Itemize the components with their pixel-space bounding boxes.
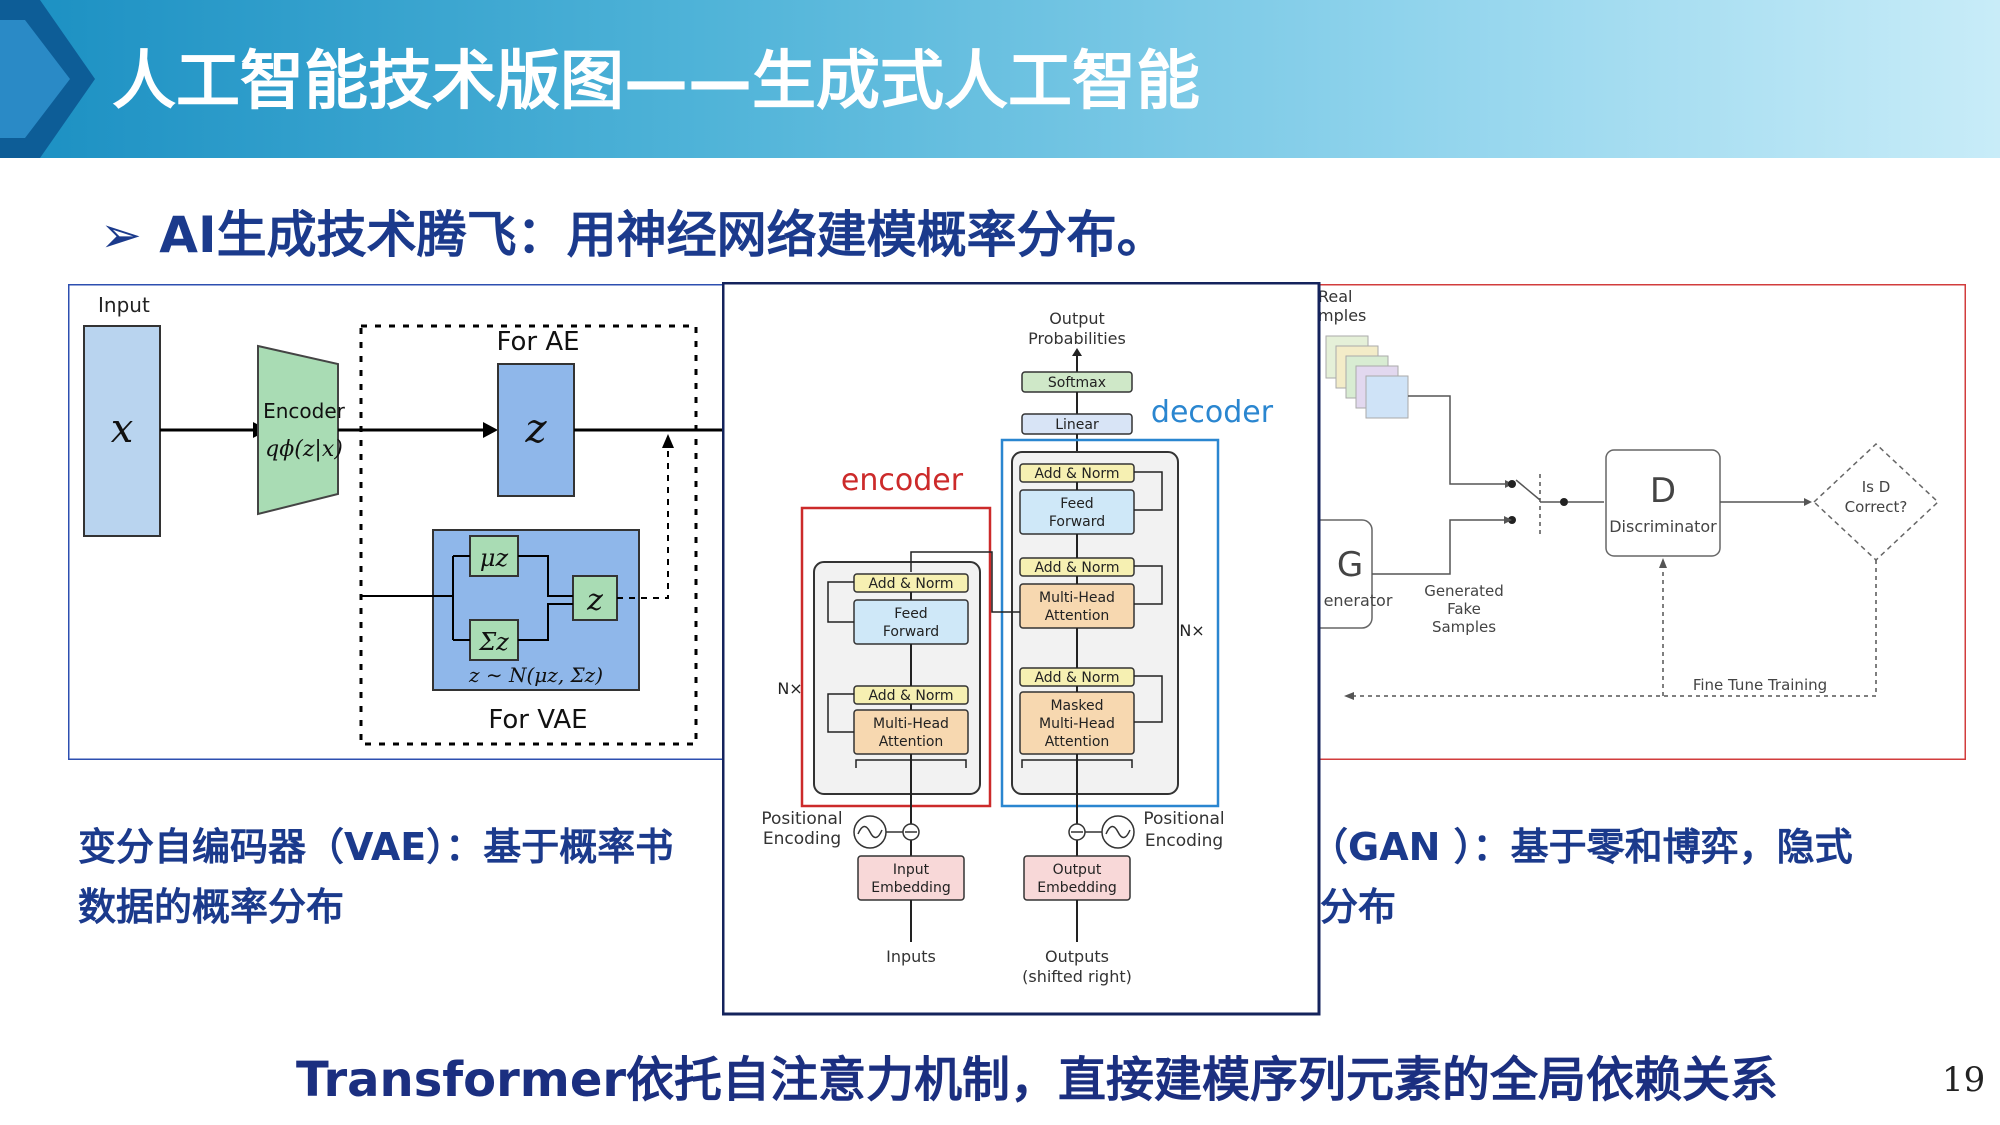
tf-decoder-label: decoder	[1151, 395, 1274, 430]
tf-enc-addnorm-1: Add & Norm	[868, 688, 953, 704]
bullet-heading: ➢ AI生成技术腾飞：用神经网络建模概率分布。	[100, 206, 1167, 264]
tf-encoder-label: encoder	[841, 463, 964, 498]
tf-encoder-frame	[800, 506, 992, 808]
tf-enc-pos-1: Positional	[761, 809, 842, 829]
tf-outputs-label-1: Outputs	[1045, 947, 1109, 966]
gan-real-samples-stack	[1365, 375, 1409, 419]
tf-dec-addnorm-3: Add & Norm	[1034, 466, 1119, 482]
tf-dec-masked-2: Multi-Head	[1039, 716, 1115, 732]
tf-dec-addnorm-1: Add & Norm	[1034, 670, 1119, 686]
tf-output-probs-1: Output	[1049, 309, 1105, 328]
gan-decision-diamond	[1812, 442, 1940, 562]
gan-g-symbol: G	[1337, 545, 1363, 585]
tf-enc-ffn-2: Forward	[883, 624, 939, 640]
gan-generated-label-2: Fake	[1447, 600, 1481, 618]
tf-enc-addnorm-2: Add & Norm	[868, 576, 953, 592]
vae-caption-line2: 数据的概率分布	[78, 885, 345, 929]
vae-for-vae-label: For VAE	[488, 705, 587, 735]
vae-sigma-label: Σz	[478, 628, 509, 656]
gan-caption-line2: 分布	[1320, 885, 1397, 929]
vae-input-box	[83, 325, 161, 537]
tf-linear-label: Linear	[1055, 417, 1099, 433]
gan-generated-label-1: Generated	[1424, 582, 1504, 600]
tf-enc-ffn-1: Feed	[894, 606, 927, 622]
tf-enc-mha-2: Attention	[879, 734, 944, 750]
gan-caption-line1: （GAN ）：基于零和博弈，隐式	[1310, 825, 1853, 869]
tf-dec-mha-1: Multi-Head	[1039, 590, 1115, 606]
gan-is-d-label-2: Correct?	[1845, 498, 1908, 516]
tf-outputs-label-2: (shifted right)	[1022, 967, 1132, 986]
tf-dec-nx: N×	[1179, 621, 1204, 640]
slide-title: 人工智能技术版图——生成式人工智能	[112, 45, 1200, 119]
vae-diagram: Input x Encoder qϕ(z|x) For AE z μz Σz z…	[68, 284, 748, 760]
gan-real-label-1: Real	[1318, 287, 1353, 306]
page-number: 19	[1942, 1060, 1986, 1100]
tf-dec-masked-1: Masked	[1050, 698, 1103, 714]
vae-dist-label: z ∼ N(μz, Σz)	[468, 663, 603, 687]
gan-real-label-2: mples	[1318, 306, 1366, 325]
gan-d-symbol: D	[1650, 471, 1676, 511]
tf-output-probs-2: Probabilities	[1028, 329, 1126, 348]
tf-input-emb-1: Input	[893, 862, 930, 878]
gan-discriminator-box	[1605, 449, 1721, 557]
tf-dec-pos-2: Encoding	[1145, 831, 1223, 851]
tf-dec-ffn-2: Forward	[1049, 514, 1105, 530]
vae-x-symbol: x	[111, 406, 134, 452]
vae-encoder-box	[257, 344, 339, 516]
gan-generated-label-3: Samples	[1432, 618, 1496, 636]
vae-latent-z-box	[497, 363, 575, 497]
vae-mu-label: μz	[480, 544, 509, 572]
vae-z2-symbol: z	[586, 583, 603, 618]
gan-generator-label: enerator	[1324, 591, 1393, 610]
tf-inputs-label: Inputs	[886, 947, 936, 966]
tf-enc-pos-2: Encoding	[763, 829, 841, 849]
transformer-caption: Transformer依托自注意力机制，直接建模序列元素的全局依赖关系	[296, 1052, 1779, 1108]
gan-diagram: Real mples D Discriminator Is D Correct?…	[1240, 284, 1966, 760]
transformer-diagram: Output Probabilities Softmax Linear deco…	[722, 282, 1321, 1016]
tf-decoder-frame	[1000, 438, 1220, 808]
tf-output-emb-2: Embedding	[1037, 880, 1116, 896]
tf-softmax-label: Softmax	[1048, 375, 1106, 391]
tf-enc-mha-1: Multi-Head	[873, 716, 949, 732]
header-chevron-icon	[0, 0, 95, 158]
gan-is-d-label-1: Is D	[1862, 478, 1891, 496]
tf-dec-mha-2: Attention	[1045, 608, 1110, 624]
vae-z-symbol: z	[524, 406, 547, 452]
vae-for-ae-label: For AE	[496, 327, 579, 357]
tf-dec-ffn-1: Feed	[1060, 496, 1093, 512]
tf-dec-addnorm-2: Add & Norm	[1034, 560, 1119, 576]
tf-encoder-stack	[813, 561, 981, 795]
gan-discriminator-label: Discriminator	[1609, 517, 1717, 536]
vae-encoder-label: Encoder	[263, 399, 346, 423]
tf-enc-nx: N×	[777, 679, 802, 698]
vae-caption-line1: 变分自编码器（VAE）：基于概率书	[78, 825, 674, 869]
tf-dec-masked-3: Attention	[1045, 734, 1110, 750]
slide-header	[0, 0, 2000, 158]
tf-input-emb-2: Embedding	[871, 880, 950, 896]
tf-output-emb-1: Output	[1053, 862, 1102, 878]
gan-fine-tune-label: Fine Tune Training	[1693, 676, 1827, 694]
tf-dec-pos-1: Positional	[1143, 809, 1224, 829]
vae-input-label: Input	[98, 293, 150, 317]
vae-q-label: qϕ(z|x)	[265, 437, 343, 462]
